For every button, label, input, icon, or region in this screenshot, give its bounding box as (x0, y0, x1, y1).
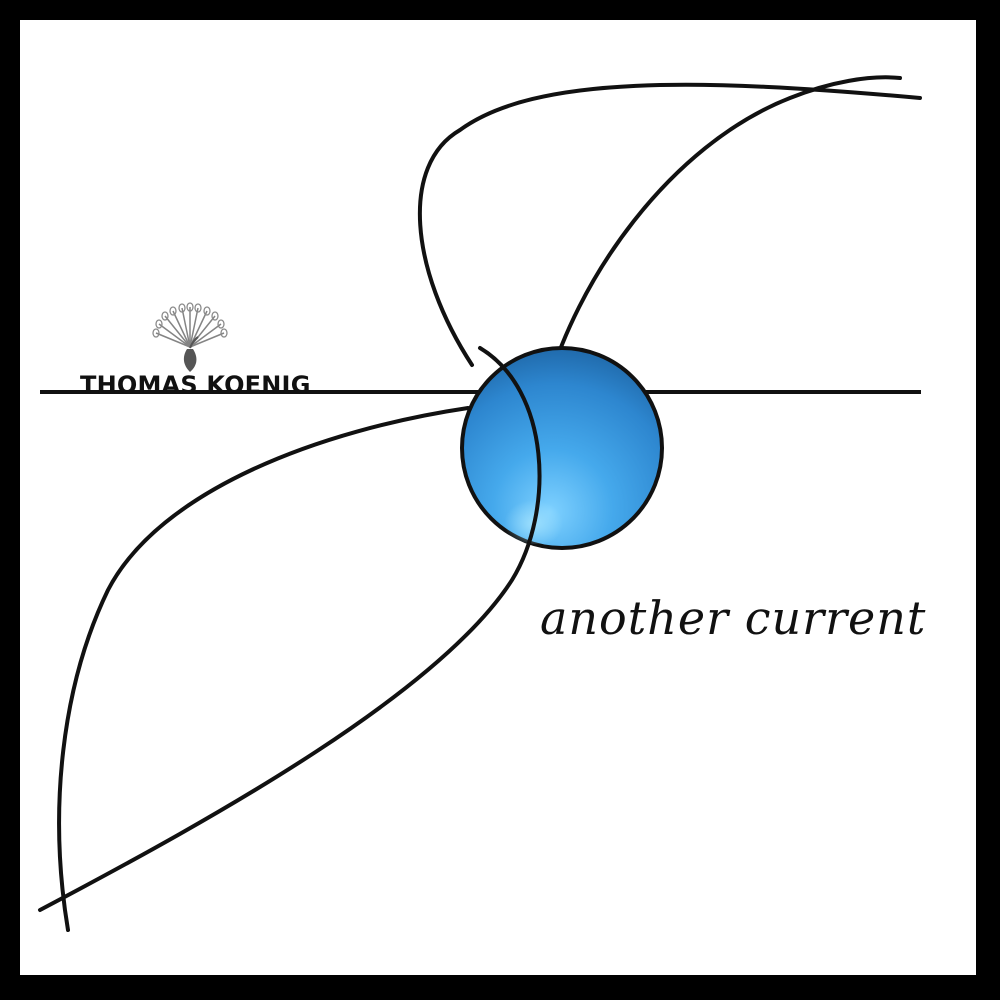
album-title: another current (540, 591, 927, 645)
upper-left-curve (417, 82, 922, 367)
cover-canvas: THOMAS KOENIG another current (20, 20, 976, 975)
artist-name: THOMAS KOENIG (80, 371, 311, 399)
cover-artwork (38, 75, 922, 932)
peacock-fan-icon (152, 302, 228, 372)
crossing-curve (38, 346, 542, 912)
upper-right-curve (543, 75, 902, 398)
left-sweep-curve (57, 406, 470, 932)
